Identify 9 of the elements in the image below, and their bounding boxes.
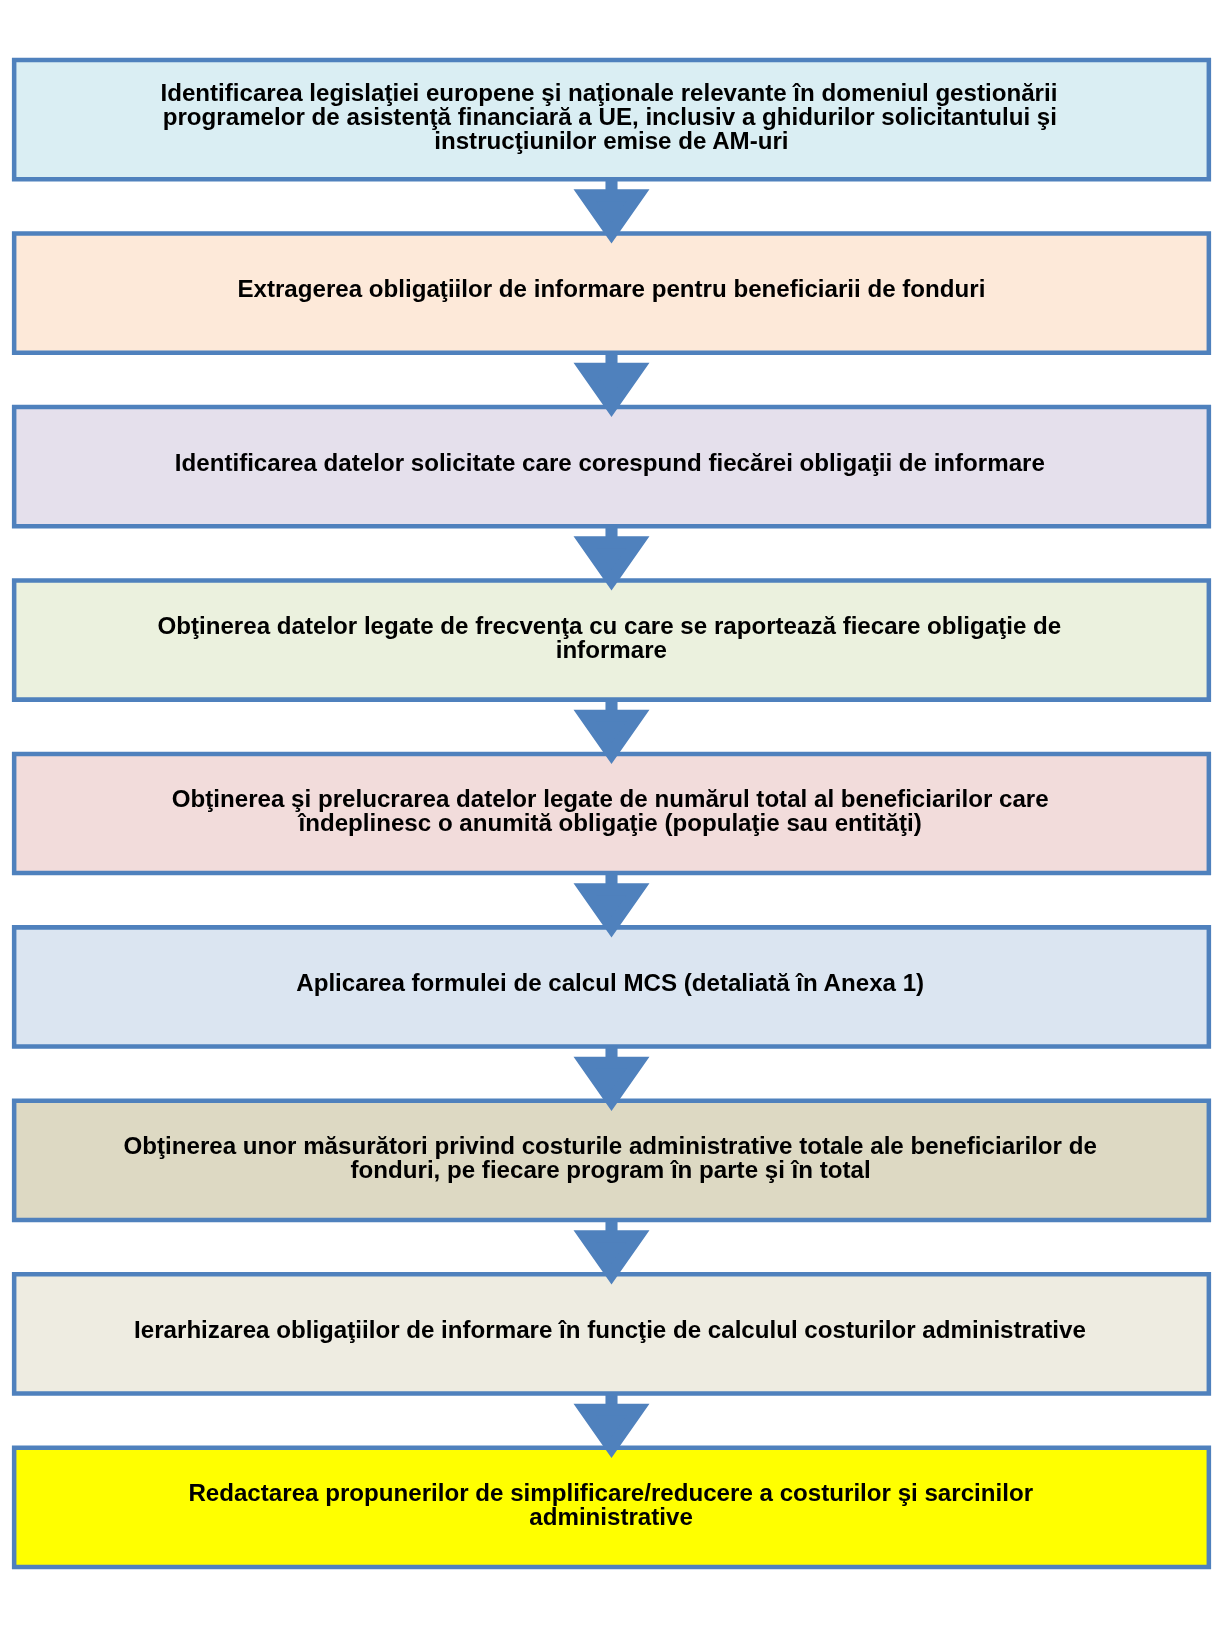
- node-box: Obţinerea şi prelucrarea datelor legate de numărul total al beneficiarilor care îndeplinesc o anumită obligaţie (populaţie sau entităţi): [11, 751, 1212, 876]
- node-box: Redactarea propunerilor de simplificare/reducere a costurilor şi sarcinilor administrative: [11, 1445, 1212, 1570]
- node-box: Ierarhizarea obligaţiilor de informare în funcţie de calculul costurilor administrative: [11, 1272, 1212, 1396]
- node-box: Extragerea obligaţiilor de informare pentru beneficiarii de fonduri: [11, 231, 1212, 355]
- node-box: Obţinerea unor măsurători privind costurile administrative totale ale beneficiarilor de fonduri, pe fiecare program în parte şi în total: [11, 1098, 1212, 1223]
- node-box: Identificarea legislaţiei europene şi naţionale relevante în domeniul gestionării programelor de asistenţă financiară a UE, inclusiv a ghidurilor solicitantului şi instrucţiunilor emise de AM-uri: [11, 57, 1212, 182]
- node-box: Identificarea datelor solicitate care corespund fiecărei obligaţii de informare: [11, 404, 1212, 529]
- node-box: Obţinerea datelor legate de frecvenţa cu care se raportează fiecare obligaţie de informare: [11, 578, 1212, 702]
- node-box: Aplicarea formulei de calcul MCS (detaliată în Anexa 1): [11, 925, 1212, 1049]
